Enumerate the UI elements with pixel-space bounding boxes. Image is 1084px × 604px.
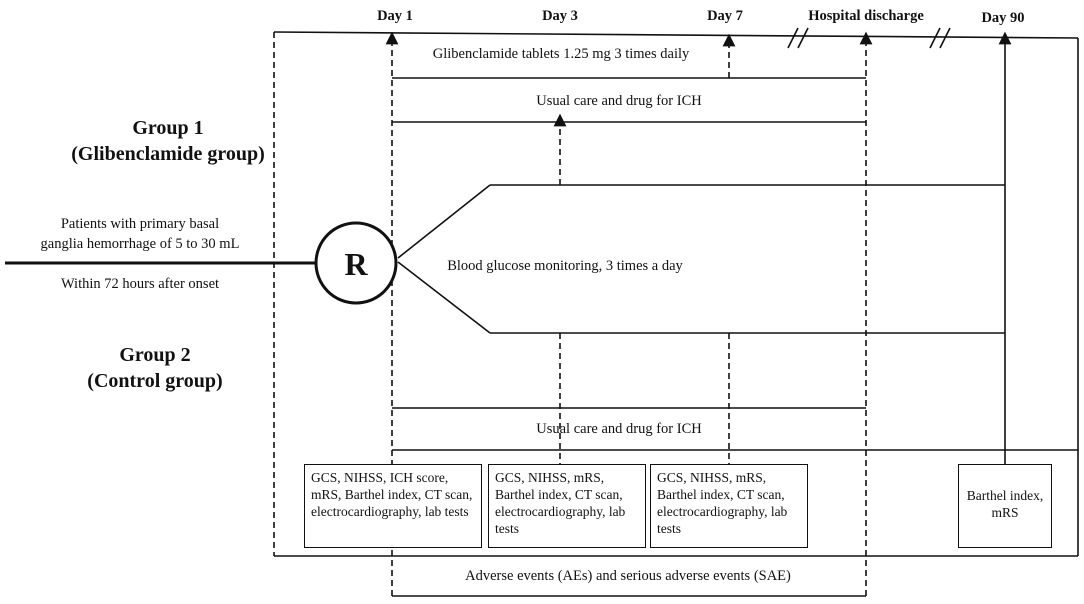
header-day3: Day 3 — [542, 8, 578, 24]
header-day1: Day 1 — [377, 8, 413, 24]
randomization-circle — [314, 221, 398, 305]
group1-subtitle: (Glibenclamide group) — [71, 143, 265, 165]
assessment-box-day7: GCS, NIHSS, mRS, Barthel index, CT scan,… — [650, 464, 808, 548]
group2-subtitle: (Control group) — [87, 370, 222, 392]
timeline-break-1 — [787, 27, 809, 49]
header-day90: Day 90 — [981, 10, 1024, 26]
timeline-break-2 — [929, 27, 951, 49]
assessment-box-day90: Barthel index, mRS — [958, 464, 1052, 548]
adverse-events-label: Adverse events (AEs) and serious adverse… — [465, 568, 791, 584]
assessment-day1-text: GCS, NIHSS, ICH score, mRS, Barthel inde… — [311, 470, 473, 519]
usual-care-2-label: Usual care and drug for ICH — [536, 421, 702, 437]
branch-lower — [397, 261, 491, 334]
header-day7: Day 7 — [707, 8, 743, 24]
group2-title: Group 2 — [119, 344, 190, 366]
assessment-box-day1: GCS, NIHSS, ICH score, mRS, Barthel inde… — [304, 464, 482, 548]
assessment-box-day3: GCS, NIHSS, mRS, Barthel index, CT scan,… — [488, 464, 646, 548]
header-discharge: Hospital discharge — [808, 8, 924, 24]
group1-title: Group 1 — [132, 117, 203, 139]
usual-care-1-label: Usual care and drug for ICH — [536, 93, 702, 109]
outer-frame-top — [273, 31, 1079, 39]
randomization-label: R — [344, 246, 368, 282]
assessment-day7-text: GCS, NIHSS, mRS, Barthel index, CT scan,… — [657, 470, 788, 536]
patients-line3: Within 72 hours after onset — [61, 276, 219, 292]
patients-line1: Patients with primary basal — [61, 216, 219, 232]
assessment-day3-text: GCS, NIHSS, mRS, Barthel index, CT scan,… — [495, 470, 626, 536]
glucose-label: Blood glucose monitoring, 3 times a day — [447, 258, 683, 274]
assessment-day90-text: Barthel index, mRS — [966, 488, 1044, 520]
patients-line2: ganglia hemorrhage of 5 to 30 mL — [41, 236, 240, 252]
glibenclamide-label: Glibenclamide tablets 1.25 mg 3 times da… — [433, 46, 690, 62]
branch-upper — [397, 184, 491, 259]
